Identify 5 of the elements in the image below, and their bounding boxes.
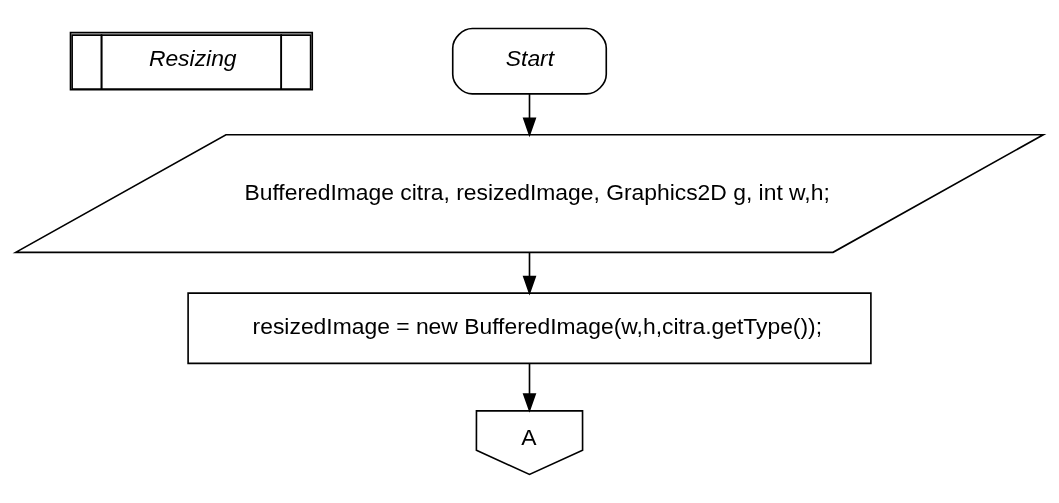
arrow	[522, 93, 537, 138]
node-box: resizedImage = new BufferedImage(w,h,citra.getType());	[187, 292, 872, 365]
arrow	[522, 362, 537, 413]
node-box: Start	[451, 27, 608, 95]
arrow	[522, 251, 537, 296]
